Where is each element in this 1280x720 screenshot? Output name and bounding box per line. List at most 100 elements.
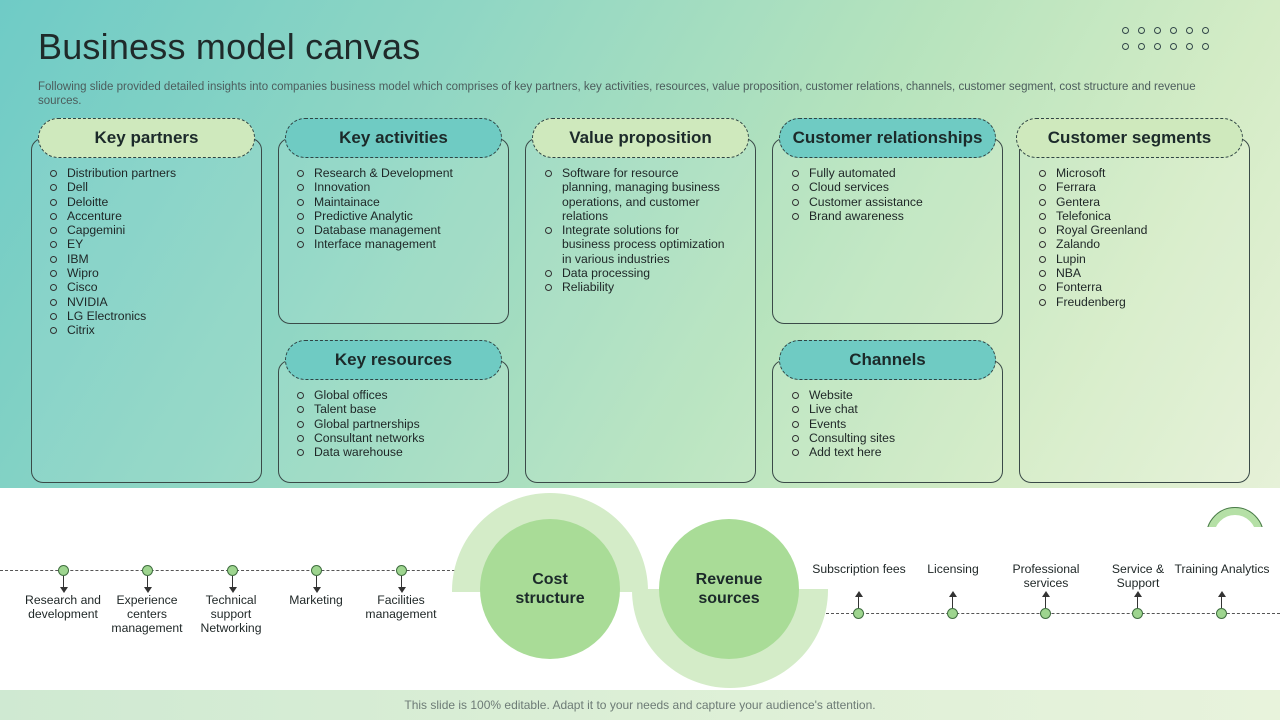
cost-node xyxy=(396,565,407,576)
arrow-up-icon xyxy=(1040,591,1051,608)
list-item: Customer assistance xyxy=(790,195,995,209)
arrow-down-icon xyxy=(311,576,322,593)
revenue-node xyxy=(853,608,864,619)
cost-node xyxy=(311,565,322,576)
value-proposition-card xyxy=(525,138,756,483)
key-activities-header: Key activities xyxy=(285,118,502,158)
footer-note: This slide is 100% editable. Adapt it to… xyxy=(0,690,1280,720)
list-item: Telefonica xyxy=(1037,209,1242,223)
arrow-up-icon xyxy=(1132,591,1143,608)
list-item: Consultant networks xyxy=(295,431,500,445)
cost-item-label: Experience centers management xyxy=(111,593,183,635)
list-item: IBM xyxy=(48,252,253,266)
revenue-node xyxy=(947,608,958,619)
list-item: Dell xyxy=(48,180,253,194)
list-item: Website xyxy=(790,388,995,402)
arrow-down-icon xyxy=(227,576,238,593)
list-item: Capgemini xyxy=(48,223,253,237)
cost-node xyxy=(58,565,69,576)
list-item: Microsoft xyxy=(1037,166,1242,180)
revenue-item-label: Subscription fees xyxy=(812,562,906,576)
list-item: Accenture xyxy=(48,209,253,223)
cost-item-label: Facilities management xyxy=(365,593,437,621)
canvas-background xyxy=(0,0,1280,488)
list-item: Distribution partners xyxy=(48,166,253,180)
cost-node xyxy=(142,565,153,576)
list-item: Gentera xyxy=(1037,195,1242,209)
list-item: Fonterra xyxy=(1037,280,1242,294)
revenue-item-label: Service & Support xyxy=(1111,562,1165,590)
page-title: Business model canvas xyxy=(38,26,421,67)
cost-node xyxy=(227,565,238,576)
revenue-node xyxy=(1040,608,1051,619)
list-item: Events xyxy=(790,417,995,431)
revenue-timeline-line xyxy=(826,613,1280,614)
list-item: Consulting sites xyxy=(790,431,995,445)
revenue-node xyxy=(1216,608,1227,619)
cost-structure-circle: Cost structure xyxy=(480,519,620,659)
list-item: Data processing xyxy=(543,266,728,280)
revenue-item-label: Professional services xyxy=(1012,562,1080,590)
list-item: Deloitte xyxy=(48,195,253,209)
cost-item-label: Research and development xyxy=(25,593,101,621)
list-item: Live chat xyxy=(790,402,995,416)
arrow-down-icon xyxy=(58,576,69,593)
revenue-node xyxy=(1132,608,1143,619)
list-item: Research & Development xyxy=(295,166,500,180)
revenue-sources-label: Revenue sources xyxy=(695,571,763,607)
list-item: Talent base xyxy=(295,402,500,416)
list-item: Royal Greenland xyxy=(1037,223,1242,237)
list-item: LG Electronics xyxy=(48,309,253,323)
list-item: Wipro xyxy=(48,266,253,280)
value-proposition-header: Value proposition xyxy=(532,118,749,158)
list-item: Lupin xyxy=(1037,252,1242,266)
list-item: NVIDIA xyxy=(48,295,253,309)
channels-header: Channels xyxy=(779,340,996,380)
key-partners-card xyxy=(31,138,262,483)
arrow-down-icon xyxy=(142,576,153,593)
list-item: Ferrara xyxy=(1037,180,1242,194)
list-item: Freudenberg xyxy=(1037,295,1242,309)
page-subtitle: Following slide provided detailed insigh… xyxy=(38,81,1196,107)
list-item: Maintainace xyxy=(295,195,500,209)
list-item: Database management xyxy=(295,223,500,237)
list-item: Cloud services xyxy=(790,180,995,194)
cost-item-label: Technical support Networking xyxy=(200,593,262,635)
list-item: Cisco xyxy=(48,280,253,294)
revenue-item-label: Licensing xyxy=(927,562,979,576)
dots-decoration xyxy=(1122,27,1214,55)
value-proposition-list: Software for resource planning, managing… xyxy=(543,166,728,295)
arrow-down-icon xyxy=(396,576,407,593)
key-resources-header: Key resources xyxy=(285,340,502,380)
list-item: EY xyxy=(48,237,253,251)
list-item: Zalando xyxy=(1037,237,1242,251)
customer-relationships-header: Customer relationships xyxy=(779,118,996,158)
list-item: Reliability xyxy=(543,280,728,294)
customer-relationships-card xyxy=(772,138,1003,324)
list-item: Integrate solutions for business process… xyxy=(543,223,728,266)
list-item: Fully automated xyxy=(790,166,995,180)
list-item: Brand awareness xyxy=(790,209,995,223)
key-resources-card xyxy=(278,360,509,483)
arrow-up-icon xyxy=(1216,591,1227,608)
revenue-sources-circle: Revenue sources xyxy=(659,519,799,659)
cost-structure-label: Cost structure xyxy=(515,571,585,607)
list-item: Add text here xyxy=(790,445,995,459)
revenue-item-label: Training Analytics xyxy=(1174,562,1270,576)
key-activities-card xyxy=(278,138,509,324)
channels-card xyxy=(772,360,1003,483)
list-item: NBA xyxy=(1037,266,1242,280)
list-item: Software for resource planning, managing… xyxy=(543,166,728,223)
list-item: Innovation xyxy=(295,180,500,194)
list-item: Citrix xyxy=(48,323,253,337)
list-item: Global partnerships xyxy=(295,417,500,431)
customer-segments-header: Customer segments xyxy=(1016,118,1243,158)
list-item: Interface management xyxy=(295,237,500,251)
cost-item-label: Marketing xyxy=(289,593,343,607)
